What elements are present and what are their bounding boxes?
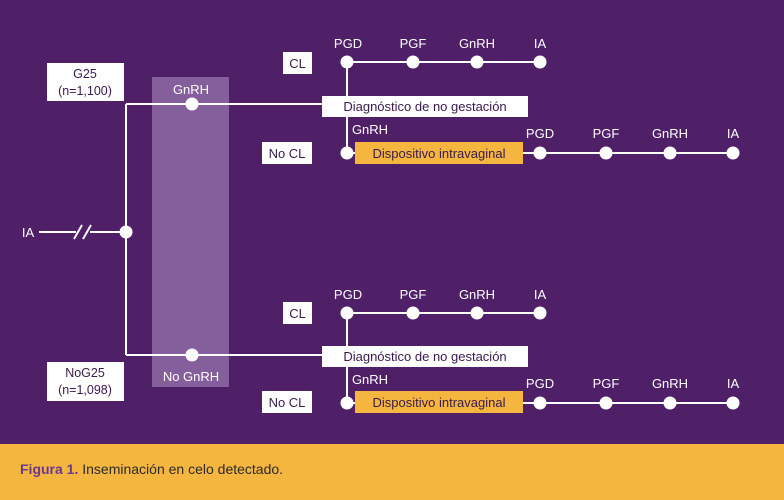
caption-text: Inseminación en celo detectado. bbox=[82, 461, 284, 477]
cl-event-node bbox=[470, 55, 484, 69]
nocl-gnrh-node bbox=[340, 396, 354, 410]
cl-event-label: IA bbox=[534, 36, 547, 51]
diagnosis-label: Diagnóstico de no gestación bbox=[343, 99, 506, 114]
nocl-event-label: PGD bbox=[526, 126, 554, 141]
nocl-event-node bbox=[533, 396, 547, 410]
treatment-label: GnRH bbox=[173, 82, 209, 97]
nocl-event-label: GnRH bbox=[652, 376, 688, 391]
diagram-panel: IA GnRH G25 (n=1,100) CL bbox=[0, 0, 784, 444]
diagnosis-box bbox=[322, 346, 528, 367]
device-label: Dispositivo intravaginal bbox=[373, 395, 506, 410]
nocl-event-label: GnRH bbox=[652, 126, 688, 141]
group-nog25: No GnRH NoG25 (n=1,098) CL PGD PGF GnRH … bbox=[47, 287, 740, 413]
treatment-band bbox=[152, 77, 229, 387]
group-name: G25 bbox=[73, 67, 97, 81]
cl-event-node bbox=[340, 306, 354, 320]
nocl-event-node bbox=[663, 396, 677, 410]
cl-event-node bbox=[533, 306, 547, 320]
device-box bbox=[355, 391, 523, 413]
group-box bbox=[47, 362, 124, 401]
group-count: (n=1,100) bbox=[58, 84, 112, 98]
cl-event-node bbox=[406, 55, 420, 69]
protocol-diagram: IA GnRH G25 (n=1,100) CL bbox=[22, 36, 740, 413]
figure-caption: Figura 1. Inseminación en celo detectado… bbox=[20, 461, 283, 477]
cl-box bbox=[283, 52, 312, 74]
treatment-node bbox=[185, 97, 199, 111]
diagnosis-label: Diagnóstico de no gestación bbox=[343, 349, 506, 364]
diagnosis-box bbox=[322, 96, 528, 117]
cl-event-label: GnRH bbox=[459, 36, 495, 51]
group-g25: GnRH G25 (n=1,100) CL PGD PGF GnRH IA bbox=[47, 36, 740, 164]
nocl-event-label: PGF bbox=[593, 376, 620, 391]
device-label: Dispositivo intravaginal bbox=[373, 146, 506, 161]
break-mark bbox=[82, 224, 92, 240]
nocl-event-label: IA bbox=[727, 126, 740, 141]
start-ia-label: IA bbox=[22, 225, 35, 240]
treatment-node bbox=[185, 348, 199, 362]
nocl-event-node bbox=[599, 146, 613, 160]
cl-event-label: PGF bbox=[400, 287, 427, 302]
nocl-gnrh-node bbox=[340, 146, 354, 160]
group-count: (n=1,098) bbox=[58, 383, 112, 397]
break-mark bbox=[73, 224, 83, 240]
caption-bar bbox=[0, 444, 784, 500]
group-name: NoG25 bbox=[65, 366, 105, 380]
device-box bbox=[355, 142, 523, 164]
cl-event-label: PGD bbox=[334, 287, 362, 302]
nocl-gnrh-label: GnRH bbox=[352, 122, 388, 137]
cl-event-node bbox=[340, 55, 354, 69]
nocl-box bbox=[262, 142, 312, 164]
nocl-event-label: PGD bbox=[526, 376, 554, 391]
nocl-gnrh-label: GnRH bbox=[352, 372, 388, 387]
cl-event-node bbox=[533, 55, 547, 69]
cl-event-label: GnRH bbox=[459, 287, 495, 302]
cl-event-label: PGD bbox=[334, 36, 362, 51]
cl-label: CL bbox=[289, 56, 306, 71]
figure-number: Figura 1. bbox=[20, 461, 79, 477]
cl-event-label: IA bbox=[534, 287, 547, 302]
nocl-event-label: PGF bbox=[593, 126, 620, 141]
nocl-label: No CL bbox=[269, 395, 306, 410]
nocl-event-node bbox=[533, 146, 547, 160]
cl-event-node bbox=[406, 306, 420, 320]
nocl-event-label: IA bbox=[727, 376, 740, 391]
cl-box bbox=[283, 302, 312, 324]
nocl-label: No CL bbox=[269, 146, 306, 161]
nocl-event-node bbox=[663, 146, 677, 160]
nocl-event-node bbox=[726, 146, 740, 160]
nocl-box bbox=[262, 391, 312, 413]
nocl-event-node bbox=[726, 396, 740, 410]
nocl-event-node bbox=[599, 396, 613, 410]
treatment-label: No GnRH bbox=[163, 369, 219, 384]
cl-label: CL bbox=[289, 306, 306, 321]
cl-event-label: PGF bbox=[400, 36, 427, 51]
cl-event-node bbox=[470, 306, 484, 320]
group-box bbox=[47, 63, 124, 101]
